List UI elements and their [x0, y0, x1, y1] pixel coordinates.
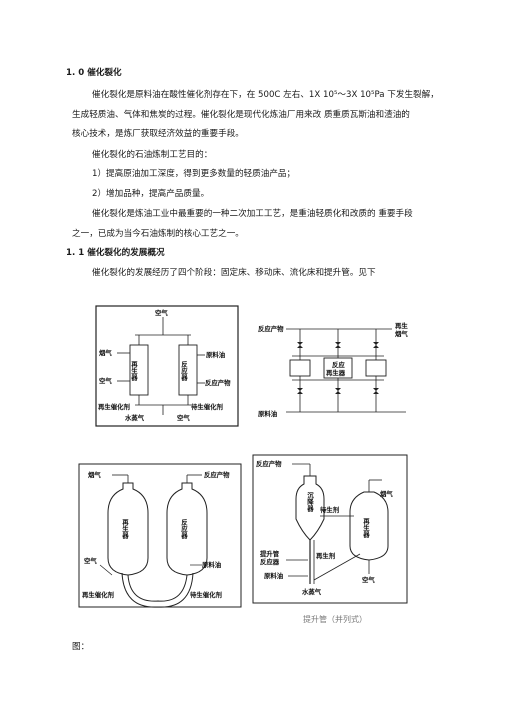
label-flue: 烟气	[395, 329, 408, 338]
label-reactor-regen-1: 反应	[332, 360, 345, 369]
list-item: 2）增加品种，提高产品质量。	[92, 189, 210, 199]
section-title-1-0: 1. 0 催化裂化	[66, 68, 122, 78]
label-reactor: 反应器	[180, 518, 188, 540]
label-steam: 水蒸气	[125, 413, 145, 422]
label-settler: 沉降器	[306, 491, 314, 513]
label-flue-gas: 烟气	[88, 470, 101, 479]
label-flue-gas: 烟气	[99, 348, 112, 357]
label-feed: 原料油	[202, 560, 222, 569]
label-feed: 原料油	[264, 571, 284, 580]
paragraph-line: 催化裂化的石油炼制工艺目的：	[92, 150, 213, 160]
label-air-left: 空气	[99, 376, 112, 385]
label-product: 反应产物	[258, 324, 284, 333]
label-product: 反应产物	[256, 459, 282, 468]
paragraph-line: 核心技术，是炼厂获取经济效益的重要手段。	[72, 129, 244, 139]
label-spent-catalyst: 待生剂	[320, 505, 339, 514]
label-steam: 水蒸气	[302, 587, 322, 596]
label-regen-catalyst: 再生催化剂	[98, 402, 130, 411]
label-feed: 原料油	[258, 409, 278, 418]
label-riser-1: 提升管	[259, 549, 280, 558]
figure-caption: 提升管（并列式）	[303, 615, 367, 624]
label-spent-catalyst: 待生催化剂	[191, 402, 223, 411]
list-item: 1）提高原油加工深度，得到更多数量的轻质油产品；	[92, 169, 296, 179]
figure-riser: 反应产物 沉降器 再生器 烟气 待生剂 再生剂 空气 提升管 反应器 原料油 水…	[252, 454, 408, 604]
label-air: 空气	[84, 556, 97, 565]
paragraph-line: 催化裂化是原料油在酸性催化剂存在下，在 500C 左右、1X 10⁵～3X 10…	[92, 90, 439, 100]
label-air-bottom: 空气	[177, 413, 190, 422]
figure-moving-bed: 反应产物 再生 烟气 反应 再生器 原料油	[256, 318, 412, 424]
figure-fluidized-bed: 再生器 反应器 烟气 反应产物 空气 原料油 再生催化剂 待生催化剂	[78, 463, 242, 608]
label-reactor-regen-2: 再生器	[326, 368, 346, 377]
label-regen-catalyst: 再生催化剂	[82, 590, 114, 599]
label-flue-gas: 烟气	[380, 489, 393, 498]
paragraph-line: 之一，已成为当今石油炼制的核心工艺之一。	[72, 229, 244, 239]
paragraph-line: 生成轻质油、气体和焦炭的过程。催化裂化是现代化炼油厂用来改 质重质瓦斯油和渣油的	[72, 110, 410, 120]
figure-label: 图：	[72, 642, 90, 652]
label-spent-catalyst: 待生催化剂	[190, 590, 222, 599]
label-regen-catalyst: 再生剂	[316, 551, 335, 560]
label-riser-2: 反应器	[260, 557, 280, 566]
label-regen: 再生	[395, 321, 408, 330]
figure-fixed-bed: 空气 再生器 反应器 烟气 空气 原料油 反应产物 再生催化剂 待生催化剂 水蒸…	[95, 305, 239, 427]
section-title-1-1: 1. 1 催化裂化的发展概况	[66, 248, 165, 258]
label-air: 空气	[362, 575, 375, 584]
paragraph-line: 催化裂化的发展经历了四个阶段：固定床、移动床、流化床和提升管。见下	[92, 268, 376, 278]
label-reactor: 反应器	[180, 360, 188, 382]
label-product: 反应产物	[205, 378, 231, 387]
label-feed: 原料油	[206, 350, 226, 359]
label-regenerator: 再生器	[121, 519, 129, 540]
label-product: 反应产物	[204, 470, 230, 479]
paragraph-line: 催化裂化是炼油工业中最重要的一种二次加工工艺，是重油轻质化和改质的 重要手段	[92, 209, 413, 219]
label-regenerator: 再生器	[130, 361, 138, 382]
label-regenerator: 再生器	[362, 518, 370, 539]
label-top-air: 空气	[155, 308, 168, 317]
